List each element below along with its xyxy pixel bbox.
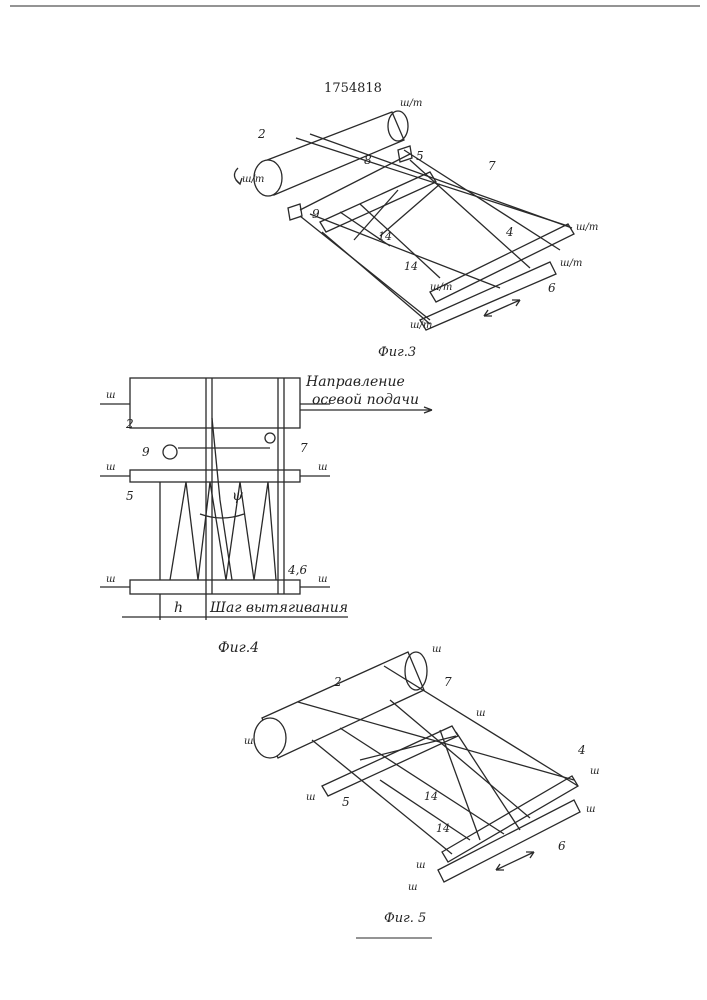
- fig4-step-label: Шаг вытягивания: [209, 600, 348, 616]
- fig4-caption: Фиг.4: [218, 640, 259, 656]
- fig3-band: [404, 150, 560, 250]
- fig5-bearing-mark: ш: [476, 708, 485, 719]
- fig3-band: [410, 160, 530, 268]
- fig3-band: [360, 204, 440, 278]
- fig5-drum-end: [254, 718, 286, 758]
- fig3-label-roller-6: 6: [548, 281, 556, 295]
- fig5-bearing-mark: ш: [590, 766, 599, 777]
- fig4-direction-line1: Направление: [305, 374, 405, 390]
- fig4-guide-top: [265, 433, 275, 443]
- fig4-label-roller-5: 5: [126, 489, 134, 503]
- fig3-label-band-7: 7: [488, 159, 496, 173]
- fig5-label-band-14b: 14: [436, 822, 450, 835]
- fig3-drum-body: [262, 112, 404, 195]
- figure-3: 2 8 5 7 9 4 14 14 6 ш/т ш/т ш/т ш/т ш/т …: [234, 98, 598, 360]
- fig4-direction-line2: осевой подачи: [312, 392, 419, 408]
- fig3-guide-9: [288, 204, 302, 220]
- fig3-bearing-mark: ш/т: [576, 222, 598, 233]
- fig3-caption: Фиг.3: [378, 345, 416, 360]
- fig5-label-band-7: 7: [444, 675, 452, 689]
- fig3-bearing-mark: ш/т: [242, 174, 264, 185]
- fig4-label-drum: 2: [125, 417, 134, 431]
- fig4-label-band-7: 7: [300, 441, 308, 455]
- fig3-bearing-mark: ш/т: [410, 320, 432, 331]
- fig4-drum: [130, 378, 300, 428]
- fig5-label-roller-6: 6: [558, 839, 566, 853]
- fig4-bearing-mark: ш: [318, 462, 327, 473]
- fig4-guide-9: [163, 445, 177, 459]
- fig5-bearing-mark: ш: [432, 644, 441, 655]
- fig4-bearing-mark: ш: [106, 574, 115, 585]
- fig5-caption: Фиг. 5: [384, 911, 426, 926]
- fig5-bearing-mark: ш: [416, 860, 425, 871]
- fig5-label-drum: 2: [333, 675, 342, 689]
- patent-number: 1754818: [324, 81, 382, 96]
- fig3-bearing-mark: ш/т: [430, 282, 452, 293]
- fig5-bearing-mark: ш: [586, 804, 595, 815]
- fig5-label-roller-4: 4: [577, 743, 586, 757]
- fig5-label-band-14a: 14: [424, 790, 438, 803]
- fig3-label-drum: 2: [257, 127, 266, 141]
- fig3-bearing-mark: ш/т: [560, 258, 582, 269]
- fig4-angle-psi: ψ: [232, 488, 244, 504]
- fig3-band: [322, 232, 430, 324]
- fig4-bearing-mark: ш: [318, 574, 327, 585]
- fig3-bearing-mark: ш/т: [400, 98, 422, 109]
- fig5-band: [384, 666, 578, 786]
- fig4-roller-46: [130, 580, 300, 594]
- figure-4: Направление осевой подачи 2 9 7 5 ψ 4,6 …: [100, 374, 432, 656]
- fig5-band: [456, 732, 520, 830]
- fig3-label-band-14a: 14: [378, 230, 392, 243]
- fig5-band: [380, 780, 470, 840]
- fig3-label-guide: 8: [364, 153, 372, 167]
- fig5-bearing-mark: ш: [306, 792, 315, 803]
- fig3-band: [296, 138, 568, 226]
- fig4-bearing-mark: ш: [106, 390, 115, 401]
- fig5-label-roller-5: 5: [342, 795, 350, 809]
- fig3-band: [310, 214, 500, 288]
- fig4-zigzag: [170, 482, 276, 580]
- fig4-label-guide-9: 9: [142, 445, 150, 459]
- fig4-h-label: h: [174, 600, 183, 616]
- fig5-bearing-mark: ш: [408, 882, 417, 893]
- fig3-label-roller-4: 4: [505, 225, 514, 239]
- fig4-roller-5: [130, 470, 300, 482]
- fig3-label-band-14b: 14: [404, 260, 418, 273]
- fig3-label-roller-5: 5: [416, 149, 424, 163]
- fig5-bearing-mark: ш: [244, 736, 253, 747]
- fig4-bearing-mark: ш: [106, 462, 115, 473]
- fig3-label-guide-9: 9: [312, 207, 320, 221]
- figure-5: 2 7 4 5 14 14 6 ш ш ш ш ш ш ш ш Фиг. 5: [244, 644, 599, 926]
- fig4-label-roller-46: 4,6: [287, 563, 307, 577]
- fig5-traverse-arrow: [496, 852, 534, 870]
